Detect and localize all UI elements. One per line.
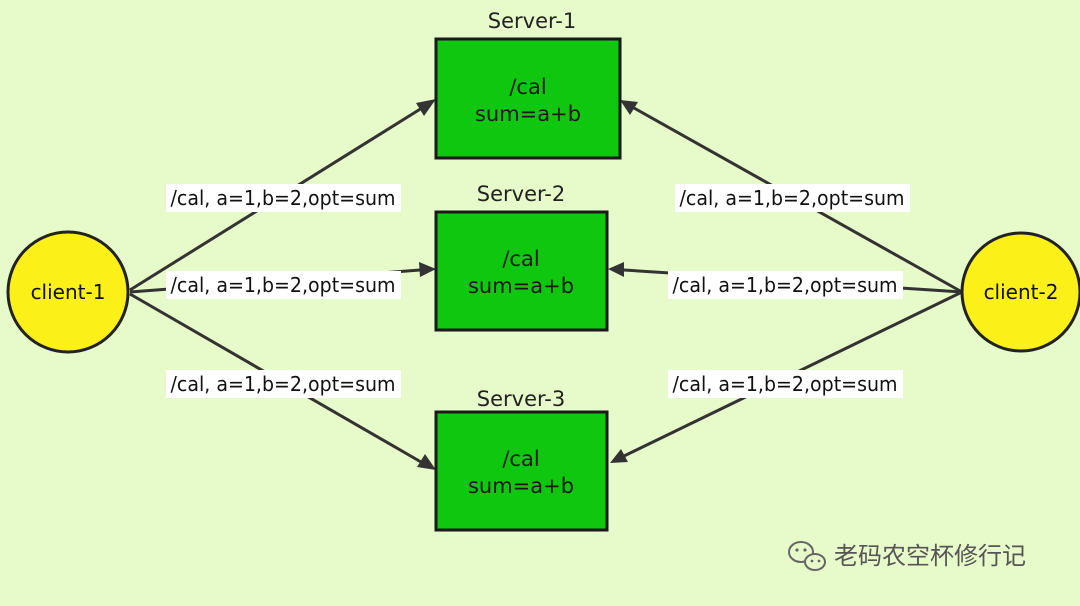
arrowhead-client1-server3 <box>417 454 436 470</box>
server-3-formula: sum=a+b <box>468 474 574 498</box>
server-2-route: /cal <box>502 247 539 271</box>
arrowhead-client1-server1 <box>416 99 436 116</box>
client-2-node <box>960 231 1080 353</box>
edge-label-bg-c2-s2 <box>668 271 903 299</box>
edge-label-bg-c2-s3 <box>668 370 903 398</box>
client-2-label: client-2 <box>984 280 1059 304</box>
arrowhead-client2-server2 <box>608 262 624 277</box>
edge-label-c2-s3: /cal, a=1,b=2,opt=sum <box>673 372 898 396</box>
edge-label-c1-s2: /cal, a=1,b=2,opt=sum <box>171 273 396 297</box>
arrowhead-client1-server2 <box>419 262 436 277</box>
arrowhead-client2-server1 <box>620 100 638 115</box>
watermark-text: 老码农空杯修行记 <box>834 542 1026 570</box>
edge-label-bg-c2-s1 <box>675 184 910 212</box>
edge-label-bg-c1-s2 <box>166 271 401 299</box>
server-3-route: /cal <box>502 447 539 471</box>
edge-label-c1-s3: /cal, a=1,b=2,opt=sum <box>171 372 396 396</box>
client-1-label: client-1 <box>31 280 106 304</box>
client-1-node <box>6 230 130 354</box>
server-1-title: Server-1 <box>488 9 576 33</box>
arrowhead-client2-server3 <box>610 449 628 463</box>
edge-label-c2-s1: /cal, a=1,b=2,opt=sum <box>680 186 905 210</box>
server-1-box <box>434 37 622 160</box>
wechat-icon <box>788 541 826 571</box>
server-1-formula: sum=a+b <box>475 102 581 126</box>
server-2-box <box>434 210 609 332</box>
server-2-title: Server-2 <box>477 182 565 206</box>
edge-label-c2-s2: /cal, a=1,b=2,opt=sum <box>673 273 898 297</box>
server-3-box <box>434 410 609 532</box>
server-2-formula: sum=a+b <box>468 274 574 298</box>
server-1-route: /cal <box>509 75 546 99</box>
edge-label-bg-c1-s1 <box>166 184 401 212</box>
server-3-title: Server-3 <box>477 387 565 411</box>
edge-label-c1-s1: /cal, a=1,b=2,opt=sum <box>171 186 396 210</box>
edge-label-bg-c1-s3 <box>166 370 401 398</box>
